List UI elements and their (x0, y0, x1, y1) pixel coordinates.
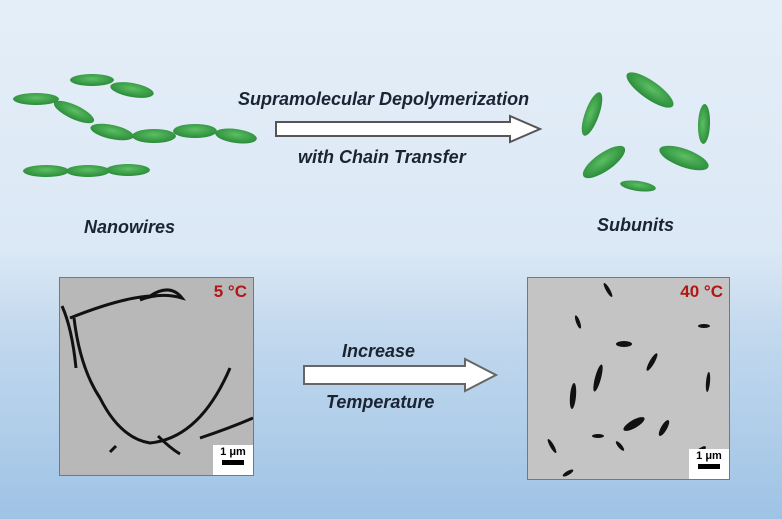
top-arrow-text-top: Supramolecular Depolymerization (238, 89, 530, 109)
scale-bar: 1 μm (689, 449, 729, 479)
nanowires (13, 74, 257, 177)
scale-bar-label: 1 μm (220, 446, 246, 458)
subunits-label: Subunits (597, 215, 674, 235)
bottom-arrow-text-bottom: Temperature (326, 392, 435, 412)
scale-bar-label: 1 μm (696, 450, 722, 462)
bottom-arrow-text-top: Increase (342, 341, 416, 361)
temperature-label-40c: 40 °C (680, 282, 723, 301)
top-arrow-text-bottom: with Chain Transfer (298, 147, 466, 167)
scale-bar: 1 μm (213, 445, 253, 475)
temperature-label-5c: 5 °C (213, 282, 247, 301)
tem-image-5c: 5 °C 1 μm (59, 277, 254, 476)
subunits (581, 72, 711, 192)
nanowire-and-subunit-illustration (13, 72, 711, 192)
bottom-arrow (303, 357, 499, 393)
tem-image-40c: 40 °C 1 μm (527, 277, 730, 480)
nanowires-label: Nanowires (84, 217, 176, 237)
nanowire-micrograph (60, 288, 253, 456)
top-arrow (275, 114, 543, 144)
